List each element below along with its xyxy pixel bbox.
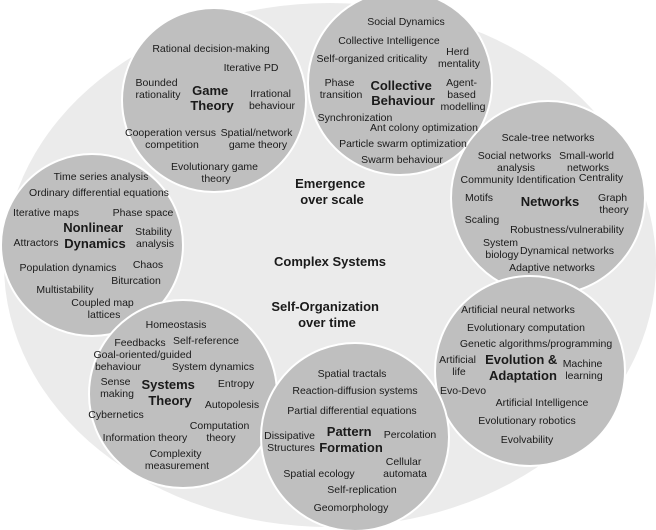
term-system-dynamics: System dynamics — [172, 361, 254, 373]
term-cellular-automata: Cellular automata — [383, 456, 427, 480]
term-ordinary-differential-equations: Ordinary differential equations — [29, 187, 169, 199]
term-particle-swarm-optimization: Particle swarm optimization — [339, 138, 467, 150]
term-computation-theory: Computation theory — [190, 420, 252, 444]
term-evolutionary-robotics: Evolutionary robotics — [478, 415, 575, 427]
term-iterative-maps: Iterative maps — [13, 207, 79, 219]
term-social-networks-analysis: Social networks analysis — [478, 150, 554, 174]
title-pattern-formation: Pattern Formation — [319, 424, 383, 455]
bubble-pattern-formation — [260, 342, 450, 530]
bubble-game-theory — [121, 7, 307, 193]
term-spatial-tractals: Spatial tractals — [318, 368, 387, 380]
term-sense-making: Sense making — [100, 376, 134, 400]
term-phase-transition: Phase transition — [320, 77, 363, 101]
term-iterative-pd: Iterative PD — [224, 62, 279, 74]
bubble-nonlinear-dynamics — [0, 153, 184, 337]
term-attractors: Attractors — [14, 237, 59, 249]
term-small-world-networks: Small-world networks — [559, 150, 617, 174]
term-system-biology: System biology — [483, 237, 521, 261]
term-cybernetics: Cybernetics — [88, 409, 143, 421]
term-scaling: Scaling — [465, 214, 500, 226]
term-stability-analysis: Stability analysis — [135, 226, 175, 250]
term-information-theory: Information theory — [103, 432, 188, 444]
term-herd-mentality: Herd mentality — [438, 46, 481, 70]
term-evolvability: Evolvability — [501, 434, 554, 446]
term-synchronization: Synchronization — [318, 112, 393, 124]
term-self-replication: Self-replication — [327, 484, 397, 496]
title-systems-theory: Systems Theory — [141, 377, 198, 408]
term-self-reference: Self-reference — [173, 335, 239, 347]
title-networks: Networks — [521, 194, 580, 209]
term-artificial-neural-networks: Artificial neural networks — [461, 304, 575, 316]
term-machine-learning: Machine learning — [563, 358, 606, 382]
title-nonlinear-dynamics: Nonlinear Dynamics — [63, 220, 127, 251]
title-evolution-adaptation: Evolution & Adaptation — [485, 352, 561, 383]
term-genetic-algorithms-programming: Genetic algorithms/programming — [460, 338, 612, 350]
term-homeostasis: Homeostasis — [146, 319, 207, 331]
term-cooperation-versus-competition: Cooperation versus competition — [125, 127, 219, 151]
term-time-series-analysis: Time series analysis — [54, 171, 149, 183]
term-ant-colony-optimization: Ant colony optimization — [370, 122, 478, 134]
term-entropy: Entropy — [218, 378, 255, 390]
term-partial-differential-equations: Partial differential equations — [287, 405, 416, 417]
term-evo-devo: Evo-Devo — [440, 385, 486, 397]
term-self-organized-criticality: Self-organized criticality — [317, 53, 429, 65]
label-self-organization-over-time: Self-Organization over time — [271, 299, 382, 330]
term-adaptive-networks: Adaptive networks — [509, 262, 595, 274]
term-coupled-map-lattices: Coupled map lattices — [71, 297, 136, 321]
term-complexity-measurement: Complexity measurement — [145, 448, 209, 472]
term-dissipative-structures: Dissipative Structures — [264, 430, 318, 454]
term-feedbacks: Feedbacks — [114, 337, 165, 349]
term-social-dynamics: Social Dynamics — [367, 16, 445, 28]
term-artificial-intelligence: Artificial Intelligence — [496, 397, 589, 409]
term-multistability: Multistability — [36, 284, 94, 296]
title-collective-behaviour: Collective Behaviour — [370, 78, 435, 108]
label-complex-systems: Complex Systems — [274, 254, 386, 269]
term-evolutionary-game-theory: Evolutionary game theory — [171, 161, 261, 185]
term-collective-intelligence: Collective Intelligence — [338, 35, 440, 47]
label-emergence-over-scale: Emergence over scale — [295, 176, 369, 207]
term-chaos: Chaos — [133, 259, 163, 271]
term-graph-theory: Graph theory — [598, 192, 630, 216]
term-spatial-ecology: Spatial ecology — [283, 468, 355, 480]
term-phase-space: Phase space — [113, 207, 174, 219]
term-scale-tree-networks: Scale-tree networks — [502, 132, 595, 144]
term-autopolesis: Autopolesis — [205, 399, 259, 411]
term-dynamical-networks: Dynamical networks — [520, 245, 614, 257]
term-motifs: Motifs — [465, 192, 493, 204]
term-robustness-vulnerability: Robustness/vulnerability — [510, 224, 625, 236]
term-biturcation: Biturcation — [111, 275, 161, 287]
term-goal-oriented-behaviour: Goal-oriented/guided behaviour — [94, 349, 195, 373]
term-irrational-behaviour: Irrational behaviour — [249, 88, 296, 112]
term-rational-decision-making: Rational decision-making — [152, 43, 269, 55]
term-spatial-network-game-theory: Spatial/network game theory — [221, 127, 296, 151]
bubble-collective-behaviour — [307, 0, 493, 176]
term-percolation: Percolation — [384, 429, 437, 441]
term-centrality: Centrality — [579, 172, 624, 184]
term-geomorphology: Geomorphology — [314, 502, 389, 514]
title-game-theory: Game Theory — [190, 83, 234, 113]
term-bounded-rationality: Bounded rationality — [136, 77, 182, 101]
term-swarm-behaviour: Swarm behaviour — [361, 154, 443, 166]
term-reaction-diffusion-systems: Reaction-diffusion systems — [292, 385, 417, 397]
term-evolutionary-computation: Evolutionary computation — [467, 322, 585, 334]
term-agent-based-modelling: Agent- based modelling — [441, 77, 486, 113]
term-artificial-life: Artificial life — [439, 354, 479, 378]
term-community-identification: Community Identification — [461, 174, 576, 186]
term-population-dynamics: Population dynamics — [20, 262, 117, 274]
bubble-evolution-adaptation — [434, 275, 626, 467]
